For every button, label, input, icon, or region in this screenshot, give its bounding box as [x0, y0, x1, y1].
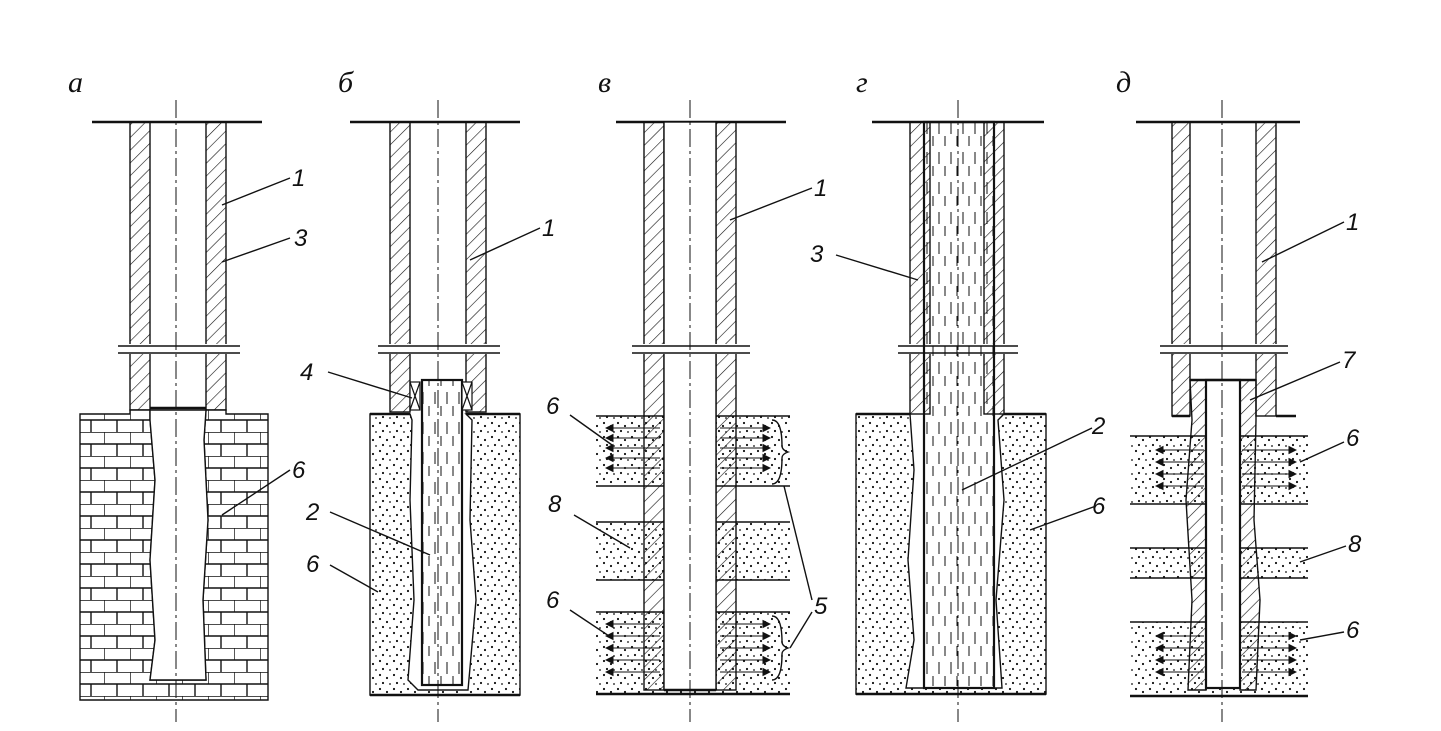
callout-8: 8 — [548, 491, 562, 518]
sand-formation — [855, 413, 1047, 695]
liner — [1204, 378, 1242, 690]
casing-wall-right — [465, 121, 487, 413]
casing-wall-left — [129, 121, 151, 411]
callout-6: 6 — [292, 457, 306, 484]
casing-wall-right — [205, 121, 227, 411]
callout-3: 3 — [810, 241, 824, 268]
panel-v: в — [546, 66, 828, 722]
callout-1: 1 — [292, 165, 305, 192]
casing-wall-left — [643, 121, 665, 691]
open-hole — [149, 409, 209, 681]
callout-6: 6 — [1092, 493, 1106, 520]
panel-b: б 1 4 2 6 — [300, 66, 555, 722]
panel-letter-v: в — [598, 66, 611, 99]
callout-6-lower: 6 — [1346, 617, 1360, 644]
panel-letter-a: а — [68, 66, 83, 99]
casing-wall-right — [715, 121, 737, 691]
perforation-arrows — [1154, 445, 1298, 677]
panel-a: а 1 3 6 — [68, 66, 308, 722]
callout-6: 6 — [306, 551, 320, 578]
panel-d: д — [1116, 66, 1362, 722]
cement-ring-right — [1239, 379, 1261, 691]
callout-1: 1 — [814, 175, 827, 202]
casing-wall-right — [1255, 121, 1277, 417]
panel-letter-g: г — [856, 66, 868, 99]
callout-4: 4 — [300, 359, 313, 386]
filter-liner — [420, 378, 464, 687]
sand-formation — [369, 413, 521, 696]
callout-3: 3 — [294, 225, 308, 252]
callout-2: 2 — [1091, 413, 1105, 440]
production-string — [922, 120, 996, 690]
callout-7: 7 — [1342, 347, 1357, 374]
casing-wall-left — [389, 121, 411, 413]
callout-5: 5 — [814, 593, 828, 620]
callout-1: 1 — [1346, 209, 1359, 236]
callout-6-upper: 6 — [1346, 425, 1360, 452]
perforation-arrows — [604, 423, 772, 677]
casing-wall-left — [1171, 121, 1191, 417]
panel-letter-b: б — [338, 66, 354, 99]
callout-6-lower: 6 — [546, 587, 560, 614]
callout-2: 2 — [305, 499, 319, 526]
callout-1: 1 — [542, 215, 555, 242]
panel-letter-d: д — [1116, 66, 1131, 99]
callout-6-upper: 6 — [546, 393, 560, 420]
panel-g: г 3 2 6 — [810, 66, 1106, 722]
callout-8: 8 — [1348, 531, 1362, 558]
